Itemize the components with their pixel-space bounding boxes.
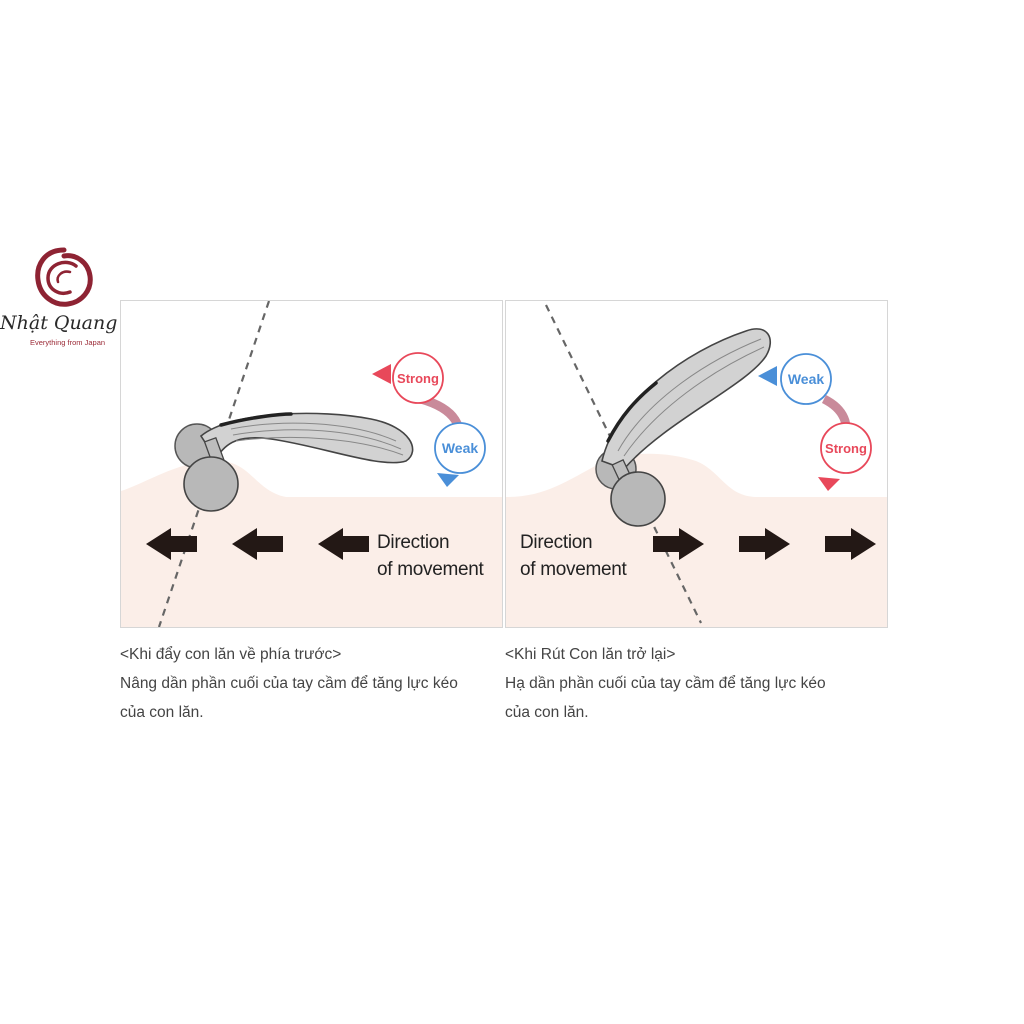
diagram-panel-pull: Weak Strong Direction of movement [505, 300, 888, 628]
axis-dashed-line [545, 304, 702, 624]
caption-line: của con lăn. [120, 704, 204, 721]
brand-logo: Nhật Quang Everything from Japan [0, 240, 135, 350]
front-roller [610, 471, 666, 527]
caption-title: <Khi Rút Con lăn trở lại> [505, 646, 676, 663]
caption-pull: <Khi Rút Con lăn trở lại> Hạ dần phần cu… [505, 640, 885, 727]
roller-handle [199, 412, 414, 464]
brand-tagline: Everything from Japan [30, 338, 106, 347]
brand-name: Nhật Quang [0, 312, 118, 334]
direction-arrow-3 [318, 528, 369, 560]
brush-circle-icon [35, 247, 93, 307]
diagram-panel-push: Strong Weak Direction of movement [120, 300, 503, 628]
strong-arrowhead [818, 477, 840, 491]
direction-arrow-3 [825, 528, 876, 560]
front-roller [183, 456, 239, 512]
direction-arrow-1 [653, 528, 704, 560]
direction-label: Direction of movement [377, 529, 484, 583]
direction-label-line2: of movement [520, 559, 627, 580]
caption-line: Nâng dần phần cuối của tay cầm để tăng l… [120, 675, 458, 692]
direction-label-line2: of movement [377, 559, 484, 580]
caption-title: <Khi đẩy con lăn về phía trước> [120, 646, 342, 663]
force-bottom-label: Weak [442, 440, 479, 456]
caption-line: Hạ dần phần cuối của tay cầm để tăng lực… [505, 675, 826, 692]
caption-line: của con lăn. [505, 704, 589, 721]
caption-push: <Khi đẩy con lăn về phía trước> Nâng dần… [120, 640, 500, 727]
force-top-label: Strong [397, 371, 439, 386]
push-diagram: Strong Weak [121, 301, 502, 627]
direction-label: Direction of movement [520, 529, 627, 583]
direction-arrow-2 [232, 528, 283, 560]
force-bottom-label: Strong [825, 441, 867, 456]
direction-label-line1: Direction [377, 532, 450, 553]
direction-arrow-1 [146, 528, 197, 560]
roller-handle [601, 328, 771, 470]
strong-arrowhead [372, 364, 391, 384]
weak-arrowhead [437, 473, 459, 487]
direction-label-line1: Direction [520, 532, 593, 553]
weak-arrowhead [758, 366, 777, 386]
force-top-label: Weak [788, 371, 825, 387]
direction-arrow-2 [739, 528, 790, 560]
pull-diagram: Weak Strong [506, 304, 887, 627]
